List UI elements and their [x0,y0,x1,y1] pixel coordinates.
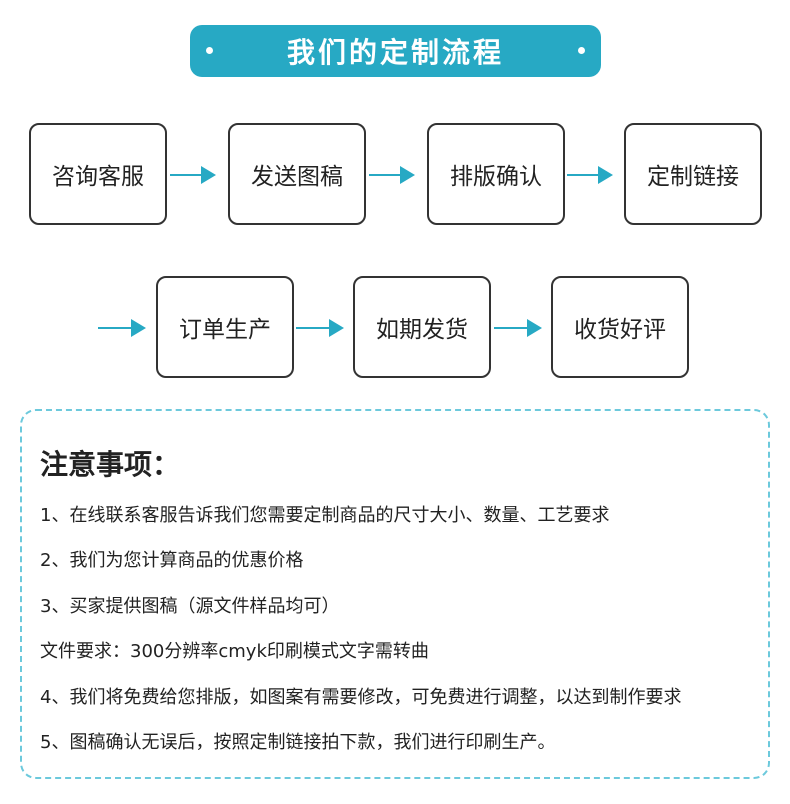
bullet-dot-icon [206,47,213,54]
step-label: 咨询客服 [52,164,144,190]
step-consult-service: 咨询客服 [29,123,167,225]
arrow-right-icon [369,165,415,185]
step-label: 收货好评 [574,317,666,343]
arrow-right-icon [170,165,216,185]
step-ship-on-time: 如期发货 [353,276,491,378]
arrow-right-icon [296,318,344,338]
step-label: 如期发货 [376,317,468,343]
arrow-right-icon [98,318,146,338]
arrow-right-icon [567,165,613,185]
notice-line: 4、我们将免费给您排版，如图案有需要修改，可免费进行调整，以达到制作要求 [40,687,682,708]
step-label: 发送图稿 [251,164,343,190]
step-layout-confirm: 排版确认 [427,123,565,225]
step-order-production: 订单生产 [156,276,294,378]
notice-line: 5、图稿确认无误后，按照定制链接拍下款，我们进行印刷生产。 [40,732,556,753]
step-label: 订单生产 [179,317,271,343]
notice-line: 文件要求：300分辨率cmyk印刷模式文字需转曲 [40,641,429,662]
notice-title: 注意事项： [40,448,181,481]
step-receive-review: 收货好评 [551,276,689,378]
bullet-dot-icon [578,47,585,54]
step-custom-link: 定制链接 [624,123,762,225]
step-send-artwork: 发送图稿 [228,123,366,225]
notice-line: 1、在线联系客服告诉我们您需要定制商品的尺寸大小、数量、工艺要求 [40,505,610,526]
step-label: 定制链接 [647,164,739,190]
page-title: 我们的定制流程 [286,36,504,69]
step-label: 排版确认 [450,164,542,190]
arrow-right-icon [494,318,542,338]
notice-line: 3、买家提供图稿（源文件样品均可） [40,596,340,617]
title-banner: 我们的定制流程 [190,25,601,77]
notice-line: 2、我们为您计算商品的优惠价格 [40,550,304,571]
notice-panel [20,409,770,779]
